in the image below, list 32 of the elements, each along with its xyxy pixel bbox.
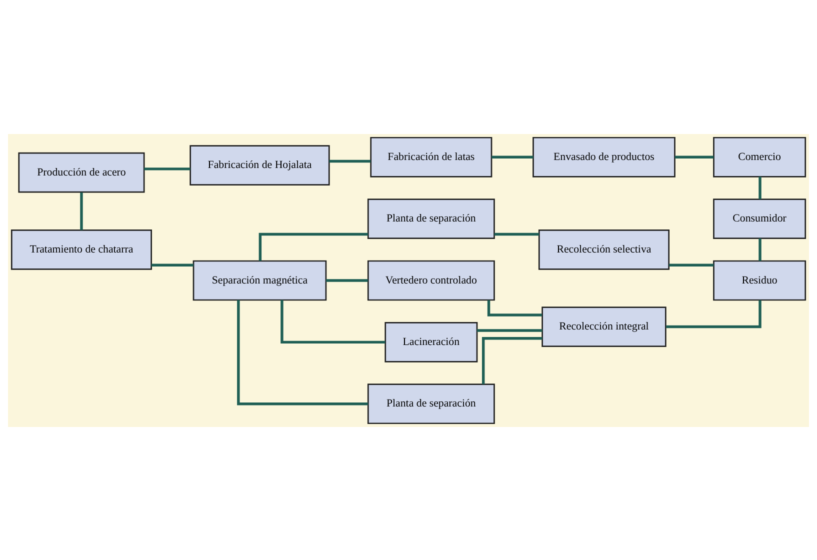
node-box: Recolección selectiva (538, 228, 670, 270)
node-box: Planta de separación (367, 198, 495, 238)
connector (80, 192, 83, 230)
node-box: Separación magnética (192, 260, 327, 300)
node-box: Envasado de productos (532, 136, 676, 177)
node-box: Fabricación de latas (370, 136, 492, 177)
connector (280, 300, 386, 344)
node-box: Comercio (713, 136, 806, 177)
node-box: Planta de separación (367, 383, 495, 424)
connector (492, 155, 534, 158)
node-box: Tratamiento de chatarra (10, 228, 152, 270)
node-box: Vertedero controlado (367, 260, 495, 300)
connector (151, 263, 194, 266)
connector (237, 300, 368, 405)
node-box: Residuo (713, 260, 806, 300)
node-box: Producción de acero (18, 152, 145, 192)
connector (326, 278, 368, 282)
connector (674, 155, 714, 158)
node-box: Consumidor (713, 198, 806, 238)
node-box: Lacineración (384, 322, 478, 362)
connector (494, 232, 539, 236)
node-box: Fabricación de Hojalata (190, 144, 330, 185)
node-box: Recolección integral (542, 306, 666, 346)
connector (758, 238, 762, 260)
connector (758, 176, 762, 199)
connector (669, 263, 714, 266)
connector (144, 167, 190, 170)
connector (258, 232, 368, 260)
connector (482, 336, 542, 384)
connector (329, 159, 371, 162)
connector (477, 328, 542, 332)
connector (666, 300, 762, 328)
